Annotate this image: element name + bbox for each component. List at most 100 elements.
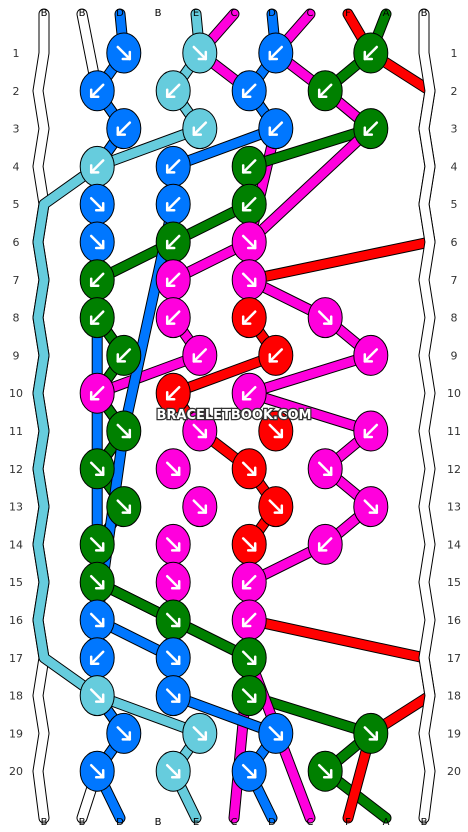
row-number-left: 20: [9, 765, 23, 778]
bottom-strand-label: B: [79, 817, 86, 828]
knot: [307, 448, 343, 490]
knot: [258, 108, 294, 150]
arrow-head-icon: [116, 126, 127, 136]
arrow-head-icon: [241, 201, 252, 212]
knot: [155, 750, 191, 792]
arrow-down-right-icon: [165, 650, 181, 666]
knot: [106, 486, 142, 528]
row-number-left: 10: [9, 387, 23, 400]
knot: [231, 675, 267, 717]
knot: [106, 410, 142, 452]
arrow-down-left-icon: [268, 45, 284, 61]
arrow-head-icon: [89, 390, 100, 401]
knot: [155, 523, 191, 565]
arrow-head-icon: [317, 542, 328, 552]
arrow-head-icon: [170, 466, 181, 477]
arrow-down-left-icon: [165, 234, 181, 250]
bottom-strand-label: C: [231, 817, 238, 828]
arrow-down-right-icon: [268, 499, 284, 514]
arrow-down-left-icon: [241, 196, 257, 212]
row-number-right: 14: [447, 538, 461, 551]
knot: [155, 183, 191, 225]
arrow-down-left-icon: [268, 348, 284, 363]
row-number-left: 15: [9, 576, 23, 589]
arrow-down-right-icon: [241, 688, 257, 703]
row-number-right: 2: [451, 85, 458, 98]
arrow-down-left-icon: [116, 121, 132, 136]
arrow-head-icon: [89, 655, 100, 666]
row-number-left: 1: [13, 47, 20, 60]
knot: [231, 70, 267, 112]
arrow-head-icon: [273, 504, 284, 514]
arrow-down-left-icon: [165, 310, 181, 325]
knot: [258, 486, 294, 528]
knot: [155, 221, 191, 263]
arrow-down-left-icon: [89, 159, 105, 174]
arrow-head-icon: [273, 428, 284, 439]
knot: [353, 486, 389, 528]
strand-e: [33, 9, 205, 823]
knot: [155, 675, 191, 717]
top-strand-label: C: [307, 8, 314, 19]
arrow-head-icon: [241, 88, 252, 99]
knot: [307, 297, 343, 339]
arrow-down-right-icon: [268, 423, 284, 439]
arrow-down-left-icon: [165, 83, 181, 99]
bottom-strand-label: D: [268, 817, 276, 828]
knot: [155, 637, 191, 679]
arrow-head-icon: [165, 164, 176, 174]
arrow-head-icon: [94, 239, 105, 250]
knot: [155, 372, 191, 414]
top-strand-label: C: [231, 8, 238, 19]
top-strand-label: D: [268, 8, 276, 19]
arrow-head-icon: [322, 768, 333, 779]
arrow-down-right-icon: [363, 499, 379, 514]
bottom-strand-label: E: [193, 817, 199, 828]
bottom-strand-label: D: [116, 817, 124, 828]
arrow-down-right-icon: [165, 461, 181, 477]
top-strand-label: B: [41, 8, 48, 19]
arrow-head-icon: [121, 50, 132, 61]
row-number-left: 8: [13, 312, 20, 325]
arrow-head-icon: [268, 353, 279, 363]
knot: [79, 637, 115, 679]
arrow-head-icon: [322, 315, 333, 325]
arrow-down-right-icon: [165, 688, 181, 703]
arrow-down-right-icon: [317, 763, 333, 779]
arrow-head-icon: [94, 201, 105, 212]
knot: [106, 334, 142, 376]
knot: [79, 750, 115, 792]
knot: [231, 259, 267, 301]
knot: [353, 712, 389, 754]
knot: [231, 599, 267, 641]
arrow-down-left-icon: [363, 121, 379, 136]
arrow-down-right-icon: [89, 537, 105, 552]
row-number-right: 18: [447, 690, 461, 703]
arrow-down-left-icon: [89, 272, 105, 288]
arrow-down-left-icon: [192, 348, 208, 363]
arrow-down-left-icon: [241, 310, 257, 325]
bottom-strand-label: B: [155, 817, 162, 828]
arrow-head-icon: [165, 239, 176, 250]
row-number-right: 17: [447, 652, 461, 665]
strand-b: [419, 9, 435, 823]
arrow-down-right-icon: [317, 310, 333, 325]
arrow-down-left-icon: [89, 83, 105, 99]
knot: [231, 523, 267, 565]
knot: [182, 108, 218, 150]
row-number-left: 7: [13, 274, 20, 287]
arrow-head-icon: [165, 390, 176, 401]
top-strand-label: F: [345, 8, 351, 19]
arrow-head-icon: [89, 164, 100, 174]
arrow-head-icon: [368, 504, 379, 514]
arrow-head-icon: [116, 353, 127, 363]
arrow-down-right-icon: [317, 461, 333, 477]
knot: [258, 334, 294, 376]
arrow-down-right-icon: [165, 537, 181, 552]
knot: [182, 334, 218, 376]
top-strand-label: E: [193, 8, 199, 19]
arrow-head-icon: [246, 768, 257, 779]
row-number-left: 13: [9, 501, 23, 514]
